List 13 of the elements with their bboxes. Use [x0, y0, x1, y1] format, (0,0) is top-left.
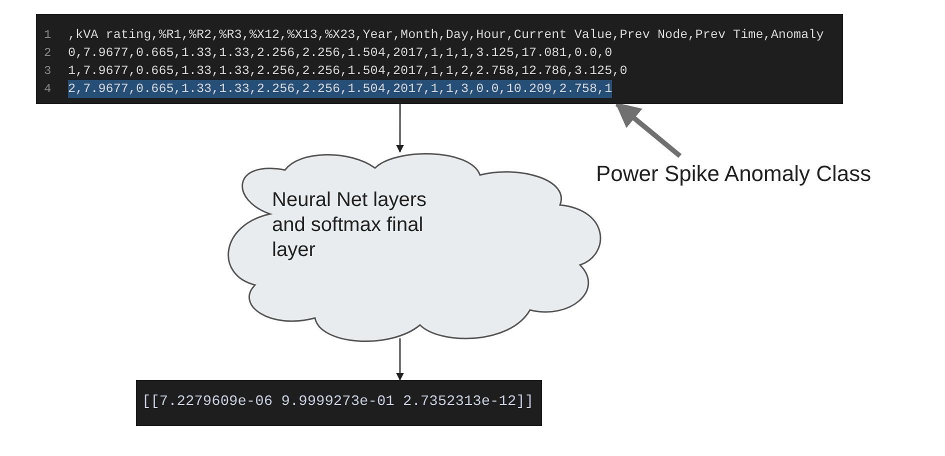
leader-arrow — [615, 102, 682, 158]
line-number: 3 — [44, 63, 52, 80]
code-line: 1,7.9677,0.665,1.33,1.33,2.256,2.256,1.504,2017,1,1,2,2.758,12.786,3.125,0 — [68, 62, 628, 80]
arrow — [396, 104, 404, 153]
line-number: 2 — [44, 45, 52, 62]
output-line: [[7.2279609e-06 9.9999273e-01 2.7352313e-12]] — [142, 393, 534, 412]
arrow — [396, 338, 404, 381]
cloud-label: Neural Net layers and softmax final layer — [272, 188, 428, 263]
line-number: 4 — [44, 81, 52, 98]
callout-text: Power Spike Anomaly Class — [596, 160, 872, 188]
code-line: 0,7.9677,0.665,1.33,1.33,2.256,2.256,1.504,2017,1,1,1,3.125,17.081,0.0,0 — [68, 44, 612, 62]
line-number: 1 — [44, 27, 52, 44]
code-line: ,kVA rating,%R1,%R2,%R3,%X12,%X13,%X23,Year,Month,Day,Hour,Current Value,Prev Node,Prev Time,Anomaly — [68, 26, 824, 44]
